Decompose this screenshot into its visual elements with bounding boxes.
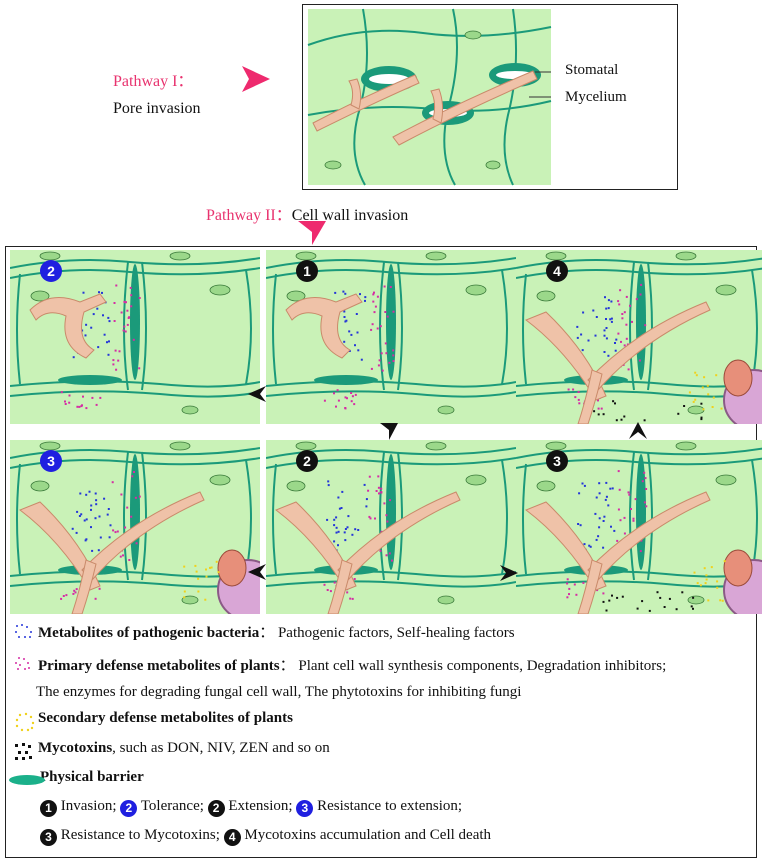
badge-3-blue-icon: 3 bbox=[296, 800, 314, 817]
legend-pathogen: Metabolites of pathogenic bacteria： Path… bbox=[14, 621, 515, 642]
stage-badge: 3 bbox=[40, 450, 62, 472]
key-accumulation: Mycotoxins accumulation and Cell death bbox=[244, 827, 492, 843]
arrow-down-icon bbox=[380, 423, 398, 440]
secondary-defense-metabolites bbox=[183, 560, 220, 601]
dying-cell bbox=[217, 549, 260, 614]
pathogen-metabolites bbox=[71, 490, 112, 552]
secondary-defense-metabolites bbox=[688, 371, 723, 411]
secondary-dots-icon bbox=[15, 712, 35, 732]
mycotoxins bbox=[602, 591, 695, 612]
mycelium-label: Mycelium bbox=[565, 89, 627, 105]
invasion-stage-panel-p2: 1 bbox=[266, 250, 516, 424]
arrow-left-icon bbox=[248, 564, 266, 580]
primary-defense-metabolites bbox=[323, 285, 395, 410]
stage-badge: 3 bbox=[546, 450, 568, 472]
legend-secondary: Secondary defense metabolites of plants bbox=[14, 710, 293, 732]
arrow-up-icon bbox=[629, 422, 647, 439]
legend-pathogen-bold: Metabolites of pathogenic bacteria bbox=[38, 625, 260, 641]
key-invasion: Invasion; bbox=[60, 798, 117, 814]
key-tolerance: Tolerance; bbox=[140, 798, 204, 814]
legend-keys-row1: 1 Invasion; 2 Tolerance; 2 Extension; 3 … bbox=[40, 798, 462, 817]
invasion-stage-panel-p1: 2 bbox=[10, 250, 260, 424]
secondary-defense-metabolites bbox=[693, 560, 726, 602]
invasion-stage-panel-p4: 3 bbox=[10, 440, 260, 614]
badge-4-icon: 4 bbox=[223, 829, 241, 846]
pathway2-arrow-icon bbox=[298, 221, 326, 245]
legend-primary-line2: The enzymes for degrading fungal cell wa… bbox=[36, 684, 522, 700]
legend-primary-bold: Primary defense metabolites of plants bbox=[38, 658, 280, 674]
badge-2-icon: 2 bbox=[207, 800, 225, 817]
legend-mycotoxins: Mycotoxins, such as DON, NIV, ZEN and so… bbox=[14, 740, 330, 760]
legend-primary: Primary defense metabolites of plants： P… bbox=[14, 654, 666, 675]
stage-badge: 1 bbox=[296, 260, 318, 282]
stage-badge: 2 bbox=[296, 450, 318, 472]
pathogen-dots-icon bbox=[15, 624, 32, 638]
barrier-icon bbox=[9, 775, 45, 785]
pathogen-metabolites bbox=[326, 290, 367, 361]
legend-pathogen-text: ： Pathogenic factors, Self-healing facto… bbox=[259, 625, 515, 641]
legend-barrier: Physical barrier bbox=[9, 769, 144, 786]
stage-badge: 4 bbox=[546, 260, 568, 282]
primary-dots-icon bbox=[15, 657, 30, 670]
legend-secondary-bold: Secondary defense metabolites of plants bbox=[38, 710, 293, 726]
arrow-left-icon bbox=[248, 386, 266, 402]
pathway2-title: Pathway II： bbox=[206, 207, 292, 224]
badge-3-icon: 3 bbox=[40, 829, 57, 846]
pathway1-subtitle: Pore invasion bbox=[113, 100, 201, 117]
legend-mycotoxins-bold: Mycotoxins bbox=[38, 740, 113, 756]
badge-2-blue-icon: 2 bbox=[120, 800, 138, 817]
pathway2-heading: Pathway II：Cell wall invasion bbox=[206, 201, 408, 225]
dying-cell bbox=[723, 359, 762, 424]
pathway1-title: Pathway I： bbox=[113, 73, 194, 90]
pathway2-subtitle: Cell wall invasion bbox=[291, 207, 409, 224]
mycotoxin-dots-icon bbox=[15, 743, 32, 760]
invasion-stage-panel-p5: 2 bbox=[266, 440, 516, 614]
legend-primary-text: ： Plant cell wall synthesis components, … bbox=[279, 658, 667, 674]
key-resistance-mycotoxins: Resistance to Mycotoxins; bbox=[60, 827, 220, 843]
stage-badge: 2 bbox=[40, 260, 62, 282]
badge-1-icon: 1 bbox=[40, 800, 57, 817]
dying-cell bbox=[723, 549, 762, 614]
invasion-stage-panel-p6: 3 bbox=[516, 440, 762, 614]
primary-defense-metabolites bbox=[60, 284, 141, 410]
cell-illustration bbox=[10, 440, 260, 614]
legend-mycotoxins-text: , such as DON, NIV, ZEN and so on bbox=[112, 740, 330, 756]
arrow-right-icon bbox=[500, 565, 518, 581]
legend-barrier-bold: Physical barrier bbox=[40, 769, 144, 785]
legend-keys-row2: 3 Resistance to Mycotoxins; 4 Mycotoxins… bbox=[40, 827, 491, 846]
pathogen-metabolites bbox=[576, 296, 618, 360]
stomata-illustration-box: Stomatal Mycelium bbox=[302, 4, 678, 190]
stomatal-label: Stomatal bbox=[565, 62, 619, 78]
invasion-stage-panel-p3: 4 bbox=[516, 250, 762, 424]
pathway1-arrow-icon bbox=[242, 66, 270, 92]
key-extension: Extension; bbox=[228, 798, 293, 814]
stomata-illustration bbox=[307, 8, 552, 186]
key-resistance-extension: Resistance to extension; bbox=[317, 798, 463, 814]
